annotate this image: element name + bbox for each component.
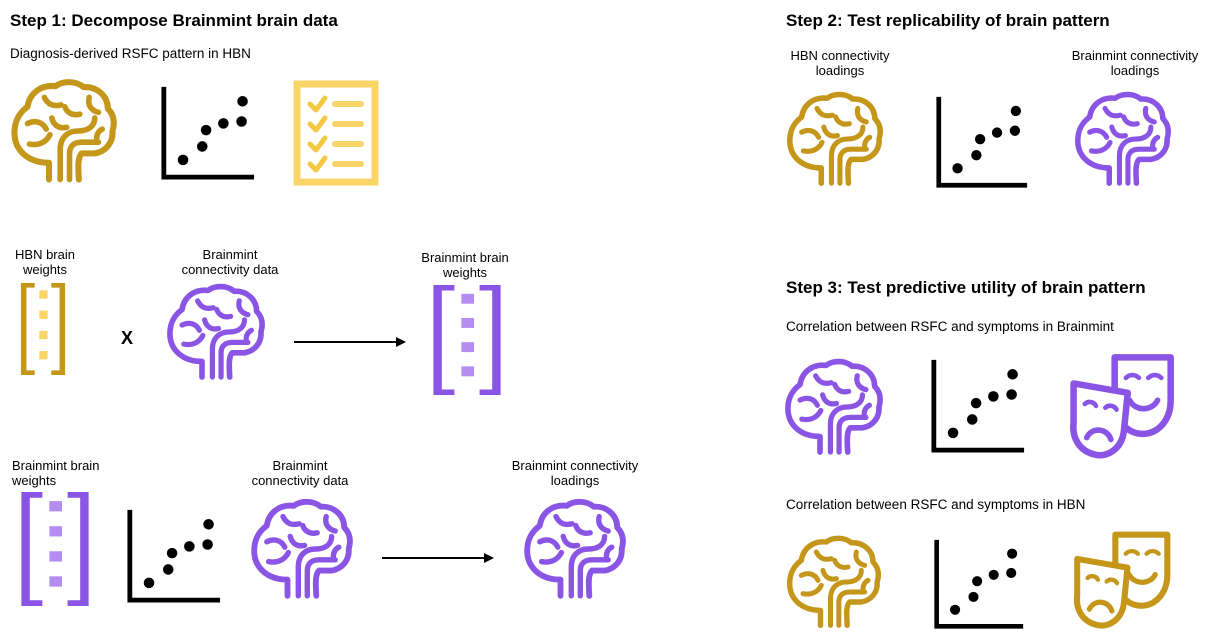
scatter-plot-icon [126,508,222,604]
step1-subtitle: Diagnosis-derived RSFC pattern in HBN [10,46,251,61]
step3-subtitle-brainmint: Correlation between RSFC and symptoms in… [786,319,1114,334]
bracket-vector-icon [20,283,66,375]
scatter-plot-icon [930,358,1026,454]
scatter-plot-icon [935,95,1029,189]
brain-icon [160,280,270,384]
multiply-sign: X [121,328,134,348]
brain-icon [778,532,888,632]
brain-icon [778,355,888,459]
brain-icon [5,75,121,187]
step2-title: Step 2: Test replicability of brain patt… [786,11,1110,30]
brain-icon [516,495,632,603]
arrow-icon [382,553,494,563]
brain-icon [243,495,359,603]
checklist-icon [293,80,379,186]
bracket-vector-icon [432,285,502,395]
label-brainmint-connectivity-loadings: Brainmint connectivity loadings [511,458,639,488]
label-brainmint-connectivity-loadings-step2: Brainmint connectivity loadings [1071,48,1199,78]
scatter-plot-icon [160,85,256,181]
brain-icon [780,88,888,190]
theater-masks-icon [1066,348,1182,460]
theater-masks-icon [1066,526,1182,630]
label-brainmint-connectivity-data-2: Brainmint connectivity data [251,458,349,488]
label-brainmint-connectivity-data: Brainmint connectivity data [181,247,279,277]
scatter-plot-icon [932,538,1026,630]
step3-subtitle-hbn: Correlation between RSFC and symptoms in… [786,497,1086,512]
label-brainmint-brain-weights: Brainmint brain weights [421,250,509,280]
step3-title: Step 3: Test predictive utility of brain… [786,278,1146,297]
brain-icon [1068,88,1176,190]
label-hbn-brain-weights: HBN brain weights [15,247,75,277]
arrow-icon [294,337,406,347]
step1-title: Step 1: Decompose Brainmint brain data [10,11,338,30]
label-hbn-connectivity-loadings: HBN connectivity loadings [790,48,890,78]
label-brainmint-brain-weights-2: Brainmint brain weights [12,458,100,488]
bracket-vector-icon [20,492,90,606]
